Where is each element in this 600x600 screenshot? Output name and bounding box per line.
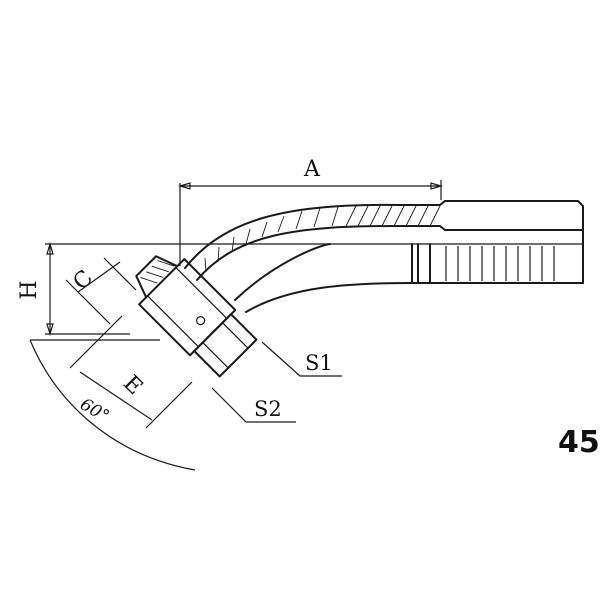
bent-section — [184, 203, 413, 313]
swivel-nut — [135, 255, 258, 378]
dim-h-label: H — [17, 280, 42, 299]
angle-label: 60° — [76, 394, 112, 426]
leader-s2: S2 — [211, 387, 296, 423]
s1-label: S1 — [305, 351, 333, 375]
dim-c-label: C — [69, 266, 99, 296]
dim-a-label: A — [303, 157, 321, 182]
barb-ribs — [445, 246, 555, 281]
dim-e-label: E — [118, 371, 147, 400]
dimension-c: C — [65, 257, 137, 325]
angle-60: 60° — [29, 339, 196, 471]
section-hatch-straight — [345, 205, 441, 227]
product-code: 45 — [558, 425, 600, 460]
dimension-h: H — [17, 241, 330, 337]
leader-s1: S1 — [261, 341, 342, 377]
tail-section — [330, 200, 584, 284]
dimension-a: A — [177, 157, 444, 266]
section-hatch-bend — [204, 206, 339, 273]
s2-label: S2 — [254, 397, 282, 421]
